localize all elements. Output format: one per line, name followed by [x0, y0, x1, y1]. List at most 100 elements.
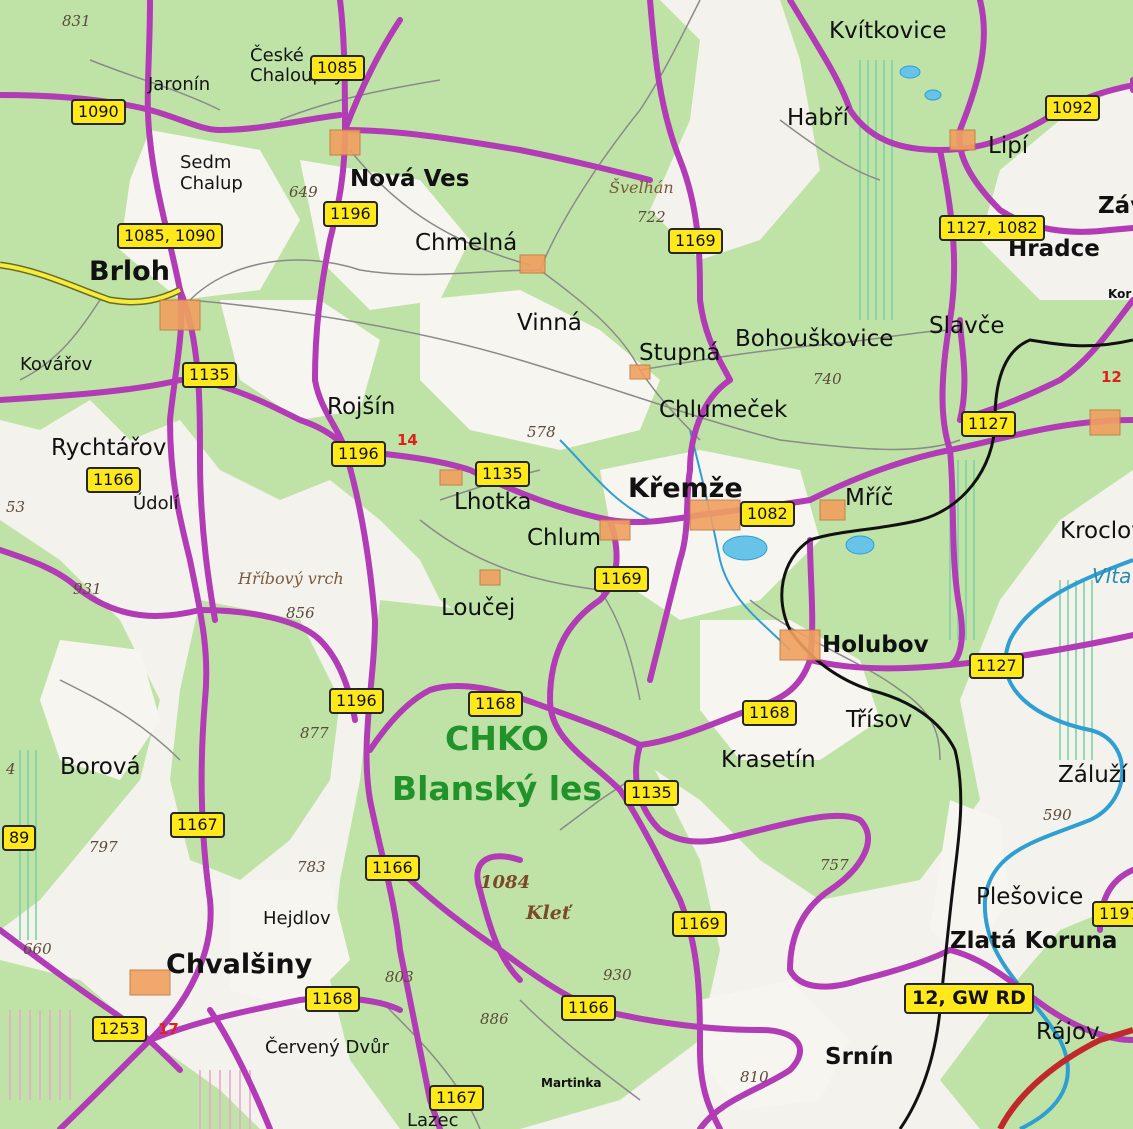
town-jaronin: Jaronín [148, 74, 211, 95]
road-number-shield[interactable]: 1166 [561, 995, 616, 1021]
settlements [129, 129, 1121, 996]
town-srnin: Srnín [825, 1044, 894, 1070]
elevation-label: 660 [23, 940, 52, 958]
town-kor: Kor [1108, 287, 1132, 301]
road-number-shield[interactable]: 1168 [742, 700, 797, 726]
river-label-vltava: Vlta [1092, 564, 1132, 588]
road [547, 517, 723, 1129]
town-vinna: Vinná [517, 310, 582, 336]
road [0, 927, 183, 1073]
road-number-shield[interactable]: 1253 [92, 1016, 147, 1042]
elevation-label: 4 [6, 760, 16, 778]
elevation-label: 930 [603, 966, 632, 984]
elevation-label: 877 [300, 724, 329, 742]
road [647, 0, 733, 383]
route-number: 17 [158, 1020, 179, 1038]
road-number-shield[interactable]: 1168 [305, 986, 360, 1012]
road [207, 1007, 273, 1129]
road-number-shield[interactable]: 1085 [310, 55, 365, 81]
elevation-label: 810 [740, 1068, 769, 1086]
town-chlum: Chlum [527, 525, 602, 551]
town-borova: Borová [60, 754, 141, 780]
road-number-shield[interactable]: 1169 [668, 228, 723, 254]
protected-area-line2: Blanský les [391, 769, 603, 808]
road-number-shield[interactable]: 1135 [475, 461, 530, 487]
road [947, 447, 965, 668]
road [0, 547, 358, 723]
town-rajov: Rájov [1036, 1019, 1100, 1045]
road [956, 0, 1133, 235]
town-rojsin: Rojšín [327, 394, 396, 420]
elevation-label: 886 [480, 1010, 509, 1028]
road [957, 317, 968, 423]
elevation-label: 740 [813, 370, 842, 388]
town-martinka: Martinka [541, 1076, 602, 1090]
protected-area-line1: CHKO [445, 719, 549, 758]
road-number-shield[interactable]: 1085, 1090 [117, 223, 223, 249]
road [312, 0, 348, 453]
road [647, 377, 733, 683]
road [147, 995, 403, 1043]
town-chmelna: Chmelná [415, 230, 518, 256]
elevation-label: 831 [62, 12, 91, 30]
road-number-shield[interactable]: 1127 [969, 653, 1024, 679]
pink-hatch [9, 1010, 251, 1129]
road-number-shield[interactable]: 1167 [429, 1085, 484, 1111]
road [474, 853, 523, 983]
hill-hribovy-vrch: Hříbový vrch [238, 569, 344, 588]
forest-area [170, 600, 340, 880]
town-zav: Záv [1098, 193, 1133, 219]
road [637, 537, 816, 748]
elevation-label: 856 [286, 604, 315, 622]
town-zaluzi: Záluží [1058, 762, 1128, 788]
road-number-shield[interactable]: 1135 [182, 362, 237, 388]
forest-area [0, 960, 260, 1129]
town-loucej: Loučej [441, 595, 516, 621]
road-number-shield[interactable]: 1169 [672, 911, 727, 937]
road-number-shield[interactable]: 1196 [329, 688, 384, 714]
town-holubov: Holubov [822, 632, 929, 658]
road-number-shield[interactable]: 12, GW RD [904, 983, 1034, 1014]
road-number-shield[interactable]: 1196 [323, 201, 378, 227]
road [633, 742, 953, 990]
road [177, 287, 218, 623]
town-kroclov: Kroclov [1060, 518, 1133, 544]
forest-area [330, 600, 720, 1129]
town-chlumecek: Chlumeček [659, 397, 788, 423]
road-number-shield[interactable]: 1166 [365, 855, 420, 881]
road-number-shield[interactable]: 1166 [86, 467, 141, 493]
town-zlata-koruna: Zlatá Koruna [950, 928, 1118, 954]
town-habri: Habří [787, 105, 849, 131]
town-stupna: Stupná [639, 340, 721, 366]
road-number-shield[interactable]: 1196 [331, 441, 386, 467]
road [342, 17, 403, 133]
town-brloh: Brloh [89, 256, 170, 287]
road-number-shield[interactable]: 1197 [1092, 901, 1133, 927]
road-number-shield[interactable]: 1135 [624, 780, 679, 806]
regional-road [0, 263, 181, 304]
road-number-shield[interactable]: 1082 [740, 501, 795, 527]
road-number-shield[interactable]: 1092 [1045, 95, 1100, 121]
town-hejdlov: Hejdlov [263, 908, 331, 929]
town-kovarov: Kovářov [20, 354, 93, 375]
elevation-label: 578 [527, 423, 556, 441]
elevation-label: 649 [289, 183, 318, 201]
road-number-shield[interactable]: 1127, 1082 [939, 215, 1045, 241]
road [0, 92, 343, 133]
elevation-label-klet: 1084 [480, 872, 531, 893]
protected-hatch [19, 60, 1093, 940]
road-number-shield[interactable]: 89 [2, 825, 37, 851]
town-lhotka: Lhotka [454, 489, 532, 515]
road-number-shield[interactable]: 1169 [594, 566, 649, 592]
road-number-shield[interactable]: 1167 [170, 812, 225, 838]
road-number-shield[interactable]: 1127 [961, 411, 1016, 437]
elevation-label: 783 [297, 858, 326, 876]
road-number-shield[interactable]: 1090 [71, 99, 126, 125]
road-number-shield[interactable]: 1168 [468, 691, 523, 717]
town-sedm-chalup: Sedm Chalup [180, 152, 243, 194]
town-bohouskovice: Bohouškovice [735, 326, 894, 352]
